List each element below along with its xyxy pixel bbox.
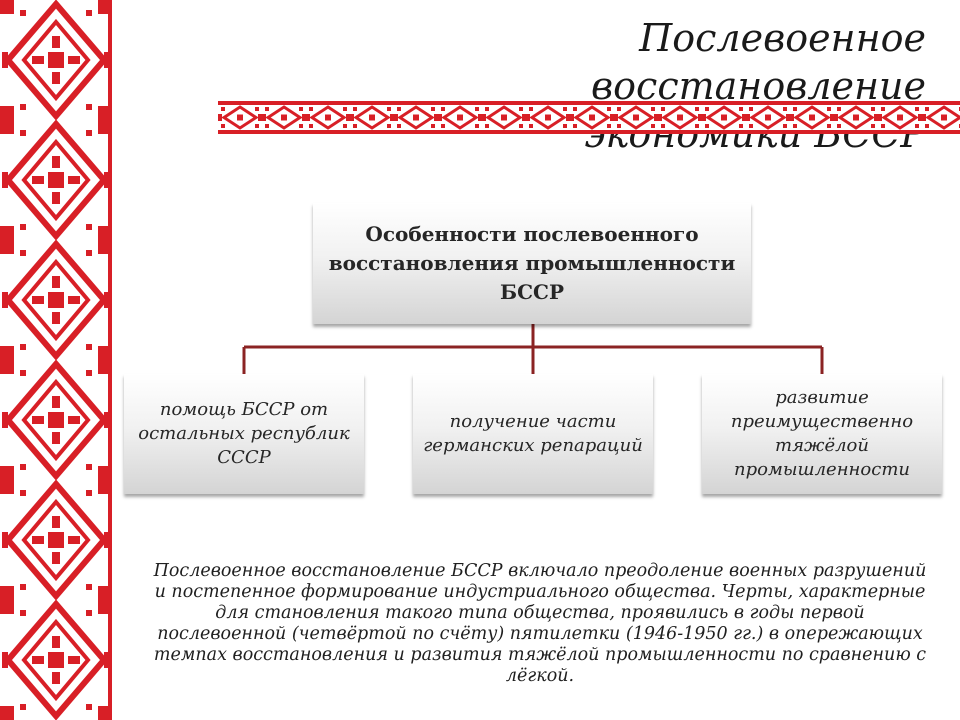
diagram-child-box-3: развитие преимущественно тяжёлой промышл…	[702, 374, 942, 494]
page-title: Послевоенное восстановление экономики БС…	[306, 14, 926, 158]
diagram-child-label-3: развитие преимущественно тяжёлой промышл…	[730, 387, 914, 480]
diagram-child-label-2: получение части германских репараций	[423, 411, 643, 456]
left-ornament	[0, 0, 112, 720]
diagram-child-label-1: помощь БССР от остальных республик СССР	[138, 399, 350, 468]
diagram-child-box-1: помощь БССР от остальных республик СССР	[124, 374, 364, 494]
diagram-root-box: Особенности послевоенного восстановления…	[313, 203, 751, 324]
diagram-child-box-2: получение части германских репараций	[413, 374, 653, 494]
title-ornament-band	[218, 101, 960, 134]
diagram-root-label: Особенности послевоенного восстановления…	[328, 222, 736, 304]
description-paragraph: Послевоенное восстановление БССР включал…	[153, 561, 927, 686]
title-line-1: Послевоенное восстановление	[591, 16, 926, 108]
